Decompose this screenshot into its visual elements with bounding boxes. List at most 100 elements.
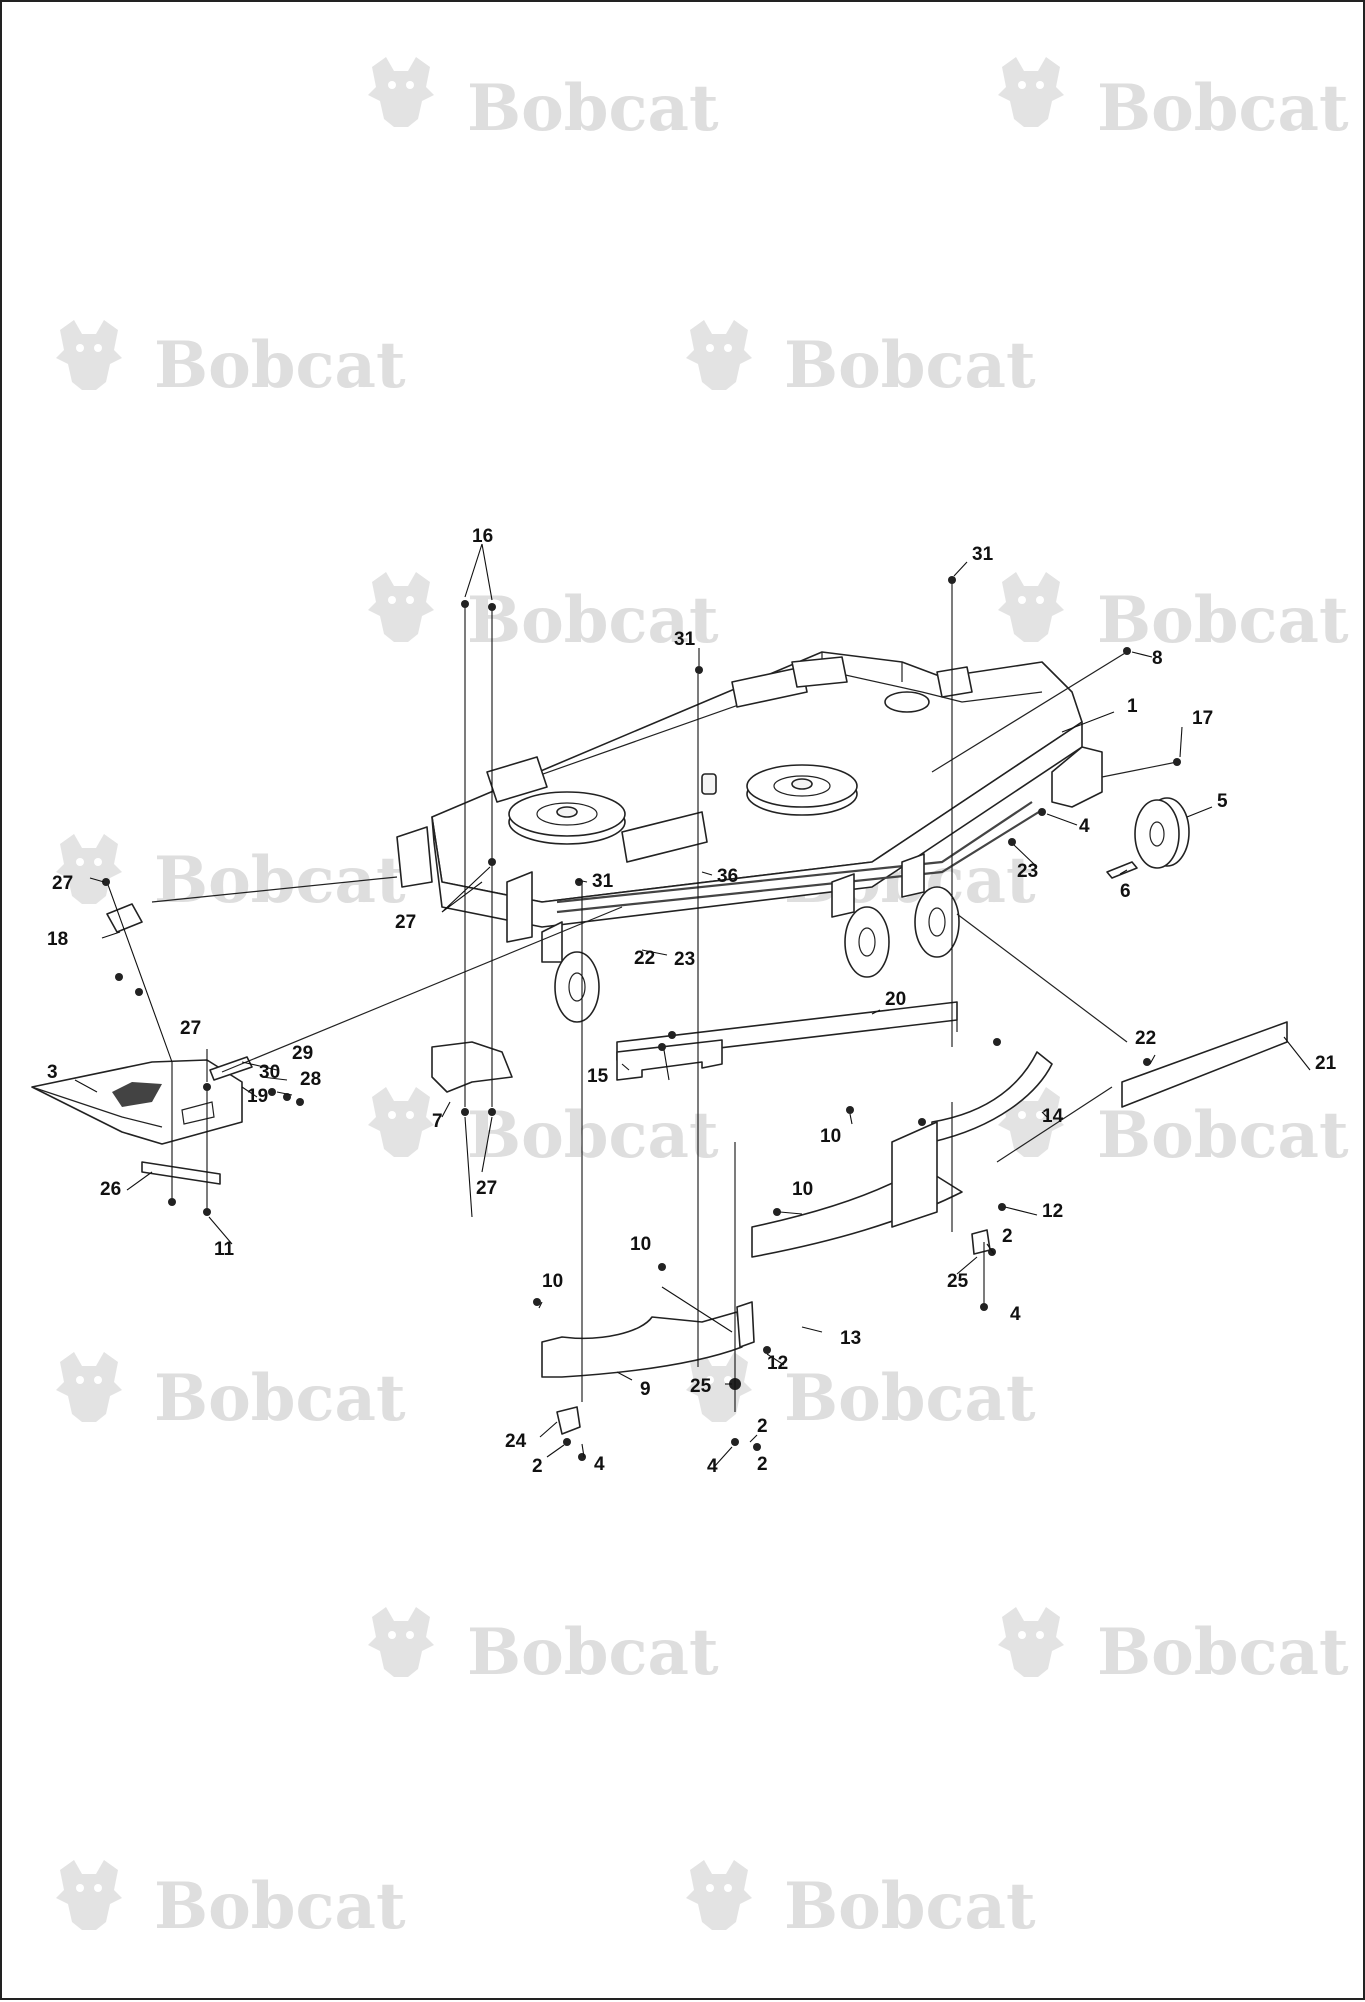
callout-label: 28: [300, 1069, 321, 1090]
callout-label: 2: [757, 1416, 768, 1437]
callout-label: 23: [674, 949, 695, 970]
belt-guide-bracket: [431, 1041, 513, 1093]
callout-label: 27: [180, 1018, 201, 1039]
callout-label: 16: [472, 526, 493, 547]
hardware-dots: [102, 576, 1181, 1461]
watermark-reg: ®: [1300, 1145, 1314, 1161]
wear-strip: [141, 1161, 221, 1185]
callout-label: 17: [1192, 708, 1213, 729]
pivot-bracket-left: [556, 1406, 581, 1435]
callout-label: 8: [1152, 648, 1163, 669]
watermark-text: Bobcat: [467, 71, 719, 146]
callout-label: 18: [47, 929, 68, 950]
callout-label: 24: [505, 1431, 527, 1452]
callout-label: 11: [214, 1239, 235, 1260]
callout-label: 4: [1010, 1304, 1021, 1325]
mount-rod: [151, 876, 398, 903]
baffle-plate: [616, 1039, 723, 1081]
callout-label: 20: [885, 989, 906, 1010]
deck-caster-wheels: [541, 853, 960, 1023]
callout-label: 23: [1017, 861, 1038, 882]
bobcat-logo-icon: [686, 1860, 752, 1930]
callout-label: 3: [47, 1062, 58, 1083]
watermark-text: Bobcat: [154, 1361, 406, 1436]
callout-label: 2: [1002, 1226, 1013, 1247]
hardware-centerlines: [106, 580, 985, 1412]
watermark-reg: ®: [357, 1916, 371, 1932]
bobcat-logo-icon: [56, 1860, 122, 1930]
watermark-reg: ®: [357, 375, 371, 391]
watermark-reg: ®: [987, 890, 1001, 906]
callout-label: 4: [594, 1454, 605, 1475]
watermark-reg: ®: [670, 1662, 684, 1678]
callout-label: 31: [972, 544, 994, 565]
spindle-pulley-center: [746, 764, 858, 816]
callout-label: 27: [395, 912, 416, 933]
callout-label: 22: [634, 948, 655, 969]
callout-label: 7: [432, 1111, 443, 1132]
callout-label: 29: [292, 1043, 313, 1064]
callout-label: 1: [1127, 696, 1138, 717]
rod: [931, 649, 1131, 773]
watermark-text: Bobcat: [467, 583, 719, 658]
callout-label: 31: [674, 629, 696, 650]
deck-left-hanger: [506, 871, 533, 943]
watermark-text: Bobcat: [467, 1098, 719, 1173]
deck-left-bracket: [396, 826, 433, 888]
watermark-reg: ®: [987, 375, 1001, 391]
spindle-pulley-left: [508, 791, 626, 845]
callout-label: 5: [1217, 791, 1228, 812]
watermark-text: Bobcat: [1097, 583, 1349, 658]
discharge-chute: [31, 1059, 243, 1145]
bobcat-logo-icon: [56, 320, 122, 390]
callout-label: 14: [1042, 1106, 1064, 1127]
callout-label: 6: [1120, 881, 1131, 902]
watermark-reg: ®: [670, 1145, 684, 1161]
callout-label: 19: [247, 1086, 268, 1107]
callout-label: 13: [840, 1328, 861, 1349]
bobcat-logo-icon: [368, 1607, 434, 1677]
watermark-reg: ®: [987, 1916, 1001, 1932]
pivot-bracket-right: [971, 1229, 991, 1255]
callout-label: 27: [52, 873, 73, 894]
watermark-text: Bobcat: [784, 328, 1036, 403]
bobcat-logo-icon: [998, 1607, 1064, 1677]
callout-label: 4: [707, 1456, 718, 1477]
callout-label: 10: [542, 1271, 563, 1292]
watermark-text: Bobcat: [467, 1615, 719, 1690]
callout-label: 2: [757, 1454, 768, 1475]
bobcat-logo-icon: [686, 320, 752, 390]
callout-label: 31: [592, 871, 614, 892]
rear-shield-small: [931, 1051, 1053, 1143]
callout-label: 12: [1042, 1201, 1063, 1222]
callout-label: 10: [792, 1179, 813, 1200]
callout-label: 26: [100, 1179, 121, 1200]
watermark-text: Bobcat: [154, 328, 406, 403]
watermark-text: Bobcat: [1097, 1615, 1349, 1690]
gauge-wheel-assembly: [1051, 746, 1190, 879]
bobcat-logo-icon: [368, 1087, 434, 1157]
watermark-text: Bobcat: [1097, 1098, 1349, 1173]
watermark-reg: ®: [987, 1408, 1001, 1424]
watermark-reg: ®: [357, 1408, 371, 1424]
watermark-reg: ®: [670, 630, 684, 646]
callout-label: 10: [630, 1234, 651, 1255]
watermark-text: Bobcat: [784, 1361, 1036, 1436]
callout-label: 36: [717, 866, 738, 887]
callout-labels: 1 2 2 2 2 3 4 4 4 4 5 6 7 8 9 10 10 10 1…: [47, 526, 1337, 1477]
shield-bracket: [891, 1121, 938, 1228]
bobcat-logo-icon: [368, 572, 434, 642]
callout-label: 22: [1135, 1028, 1156, 1049]
side-baffle-plate: [1121, 1021, 1288, 1108]
callout-label: 4: [1079, 816, 1090, 837]
watermark-text: Bobcat: [154, 1869, 406, 1944]
baffle-rod: [956, 913, 1128, 1043]
watermark-reg: ®: [1300, 1662, 1314, 1678]
chute-rod: [221, 906, 623, 1073]
callout-label: 30: [259, 1062, 280, 1083]
bobcat-logo-icon: [368, 57, 434, 127]
mount-plate: [106, 903, 143, 933]
callout-label: 2: [532, 1456, 543, 1477]
